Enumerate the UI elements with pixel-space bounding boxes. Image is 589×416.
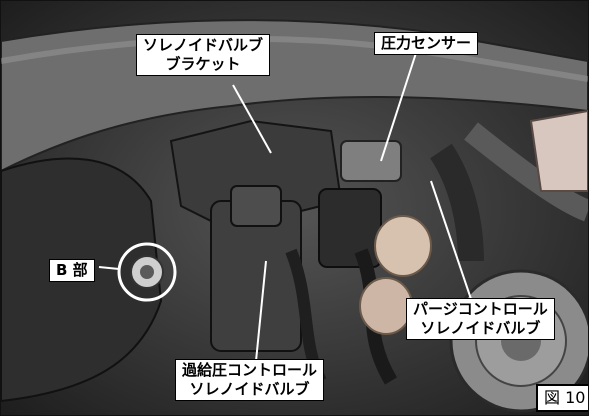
- label-pressure-sensor-text: 圧力センサー: [381, 34, 472, 52]
- vacuum-hose: [429, 143, 484, 262]
- leader-bracket: [232, 84, 272, 154]
- label-solenoid-valve-bracket: ソレノイドバルブ ブラケット: [136, 34, 271, 76]
- pressure-sensor-body: [340, 140, 402, 182]
- label-boost-line2: ソレノイドバルブ: [189, 380, 310, 398]
- valve-cap: [374, 215, 432, 277]
- b-part-circle: [117, 242, 177, 302]
- label-solenoid-bracket-line2: ブラケット: [165, 55, 241, 73]
- label-b-part-text: B 部: [56, 261, 88, 279]
- label-boost-line1: 過給圧コントロール: [182, 361, 318, 379]
- leader-purge-valve: [430, 180, 472, 300]
- leader-b-part: [98, 266, 120, 270]
- label-boost-control-valve: 過給圧コントロール ソレノイドバルブ: [175, 359, 325, 401]
- label-purge-control-valve: パージコントロール ソレノイドバルブ: [406, 298, 555, 340]
- label-pressure-sensor: 圧力センサー: [374, 32, 479, 55]
- label-purge-line2: ソレノイドバルブ: [420, 319, 541, 337]
- figure-label-text: 図 10: [544, 388, 586, 407]
- label-purge-line1: パージコントロール: [413, 300, 548, 318]
- leader-boost-valve: [255, 260, 267, 362]
- figure-label: 図 10: [536, 384, 588, 412]
- purge-valve-connector: [318, 188, 382, 268]
- label-b-part: B 部: [49, 259, 95, 282]
- leader-pressure-sensor: [380, 52, 417, 162]
- label-solenoid-bracket-line1: ソレノイドバルブ: [143, 36, 264, 54]
- reservoir-cap: [529, 109, 588, 192]
